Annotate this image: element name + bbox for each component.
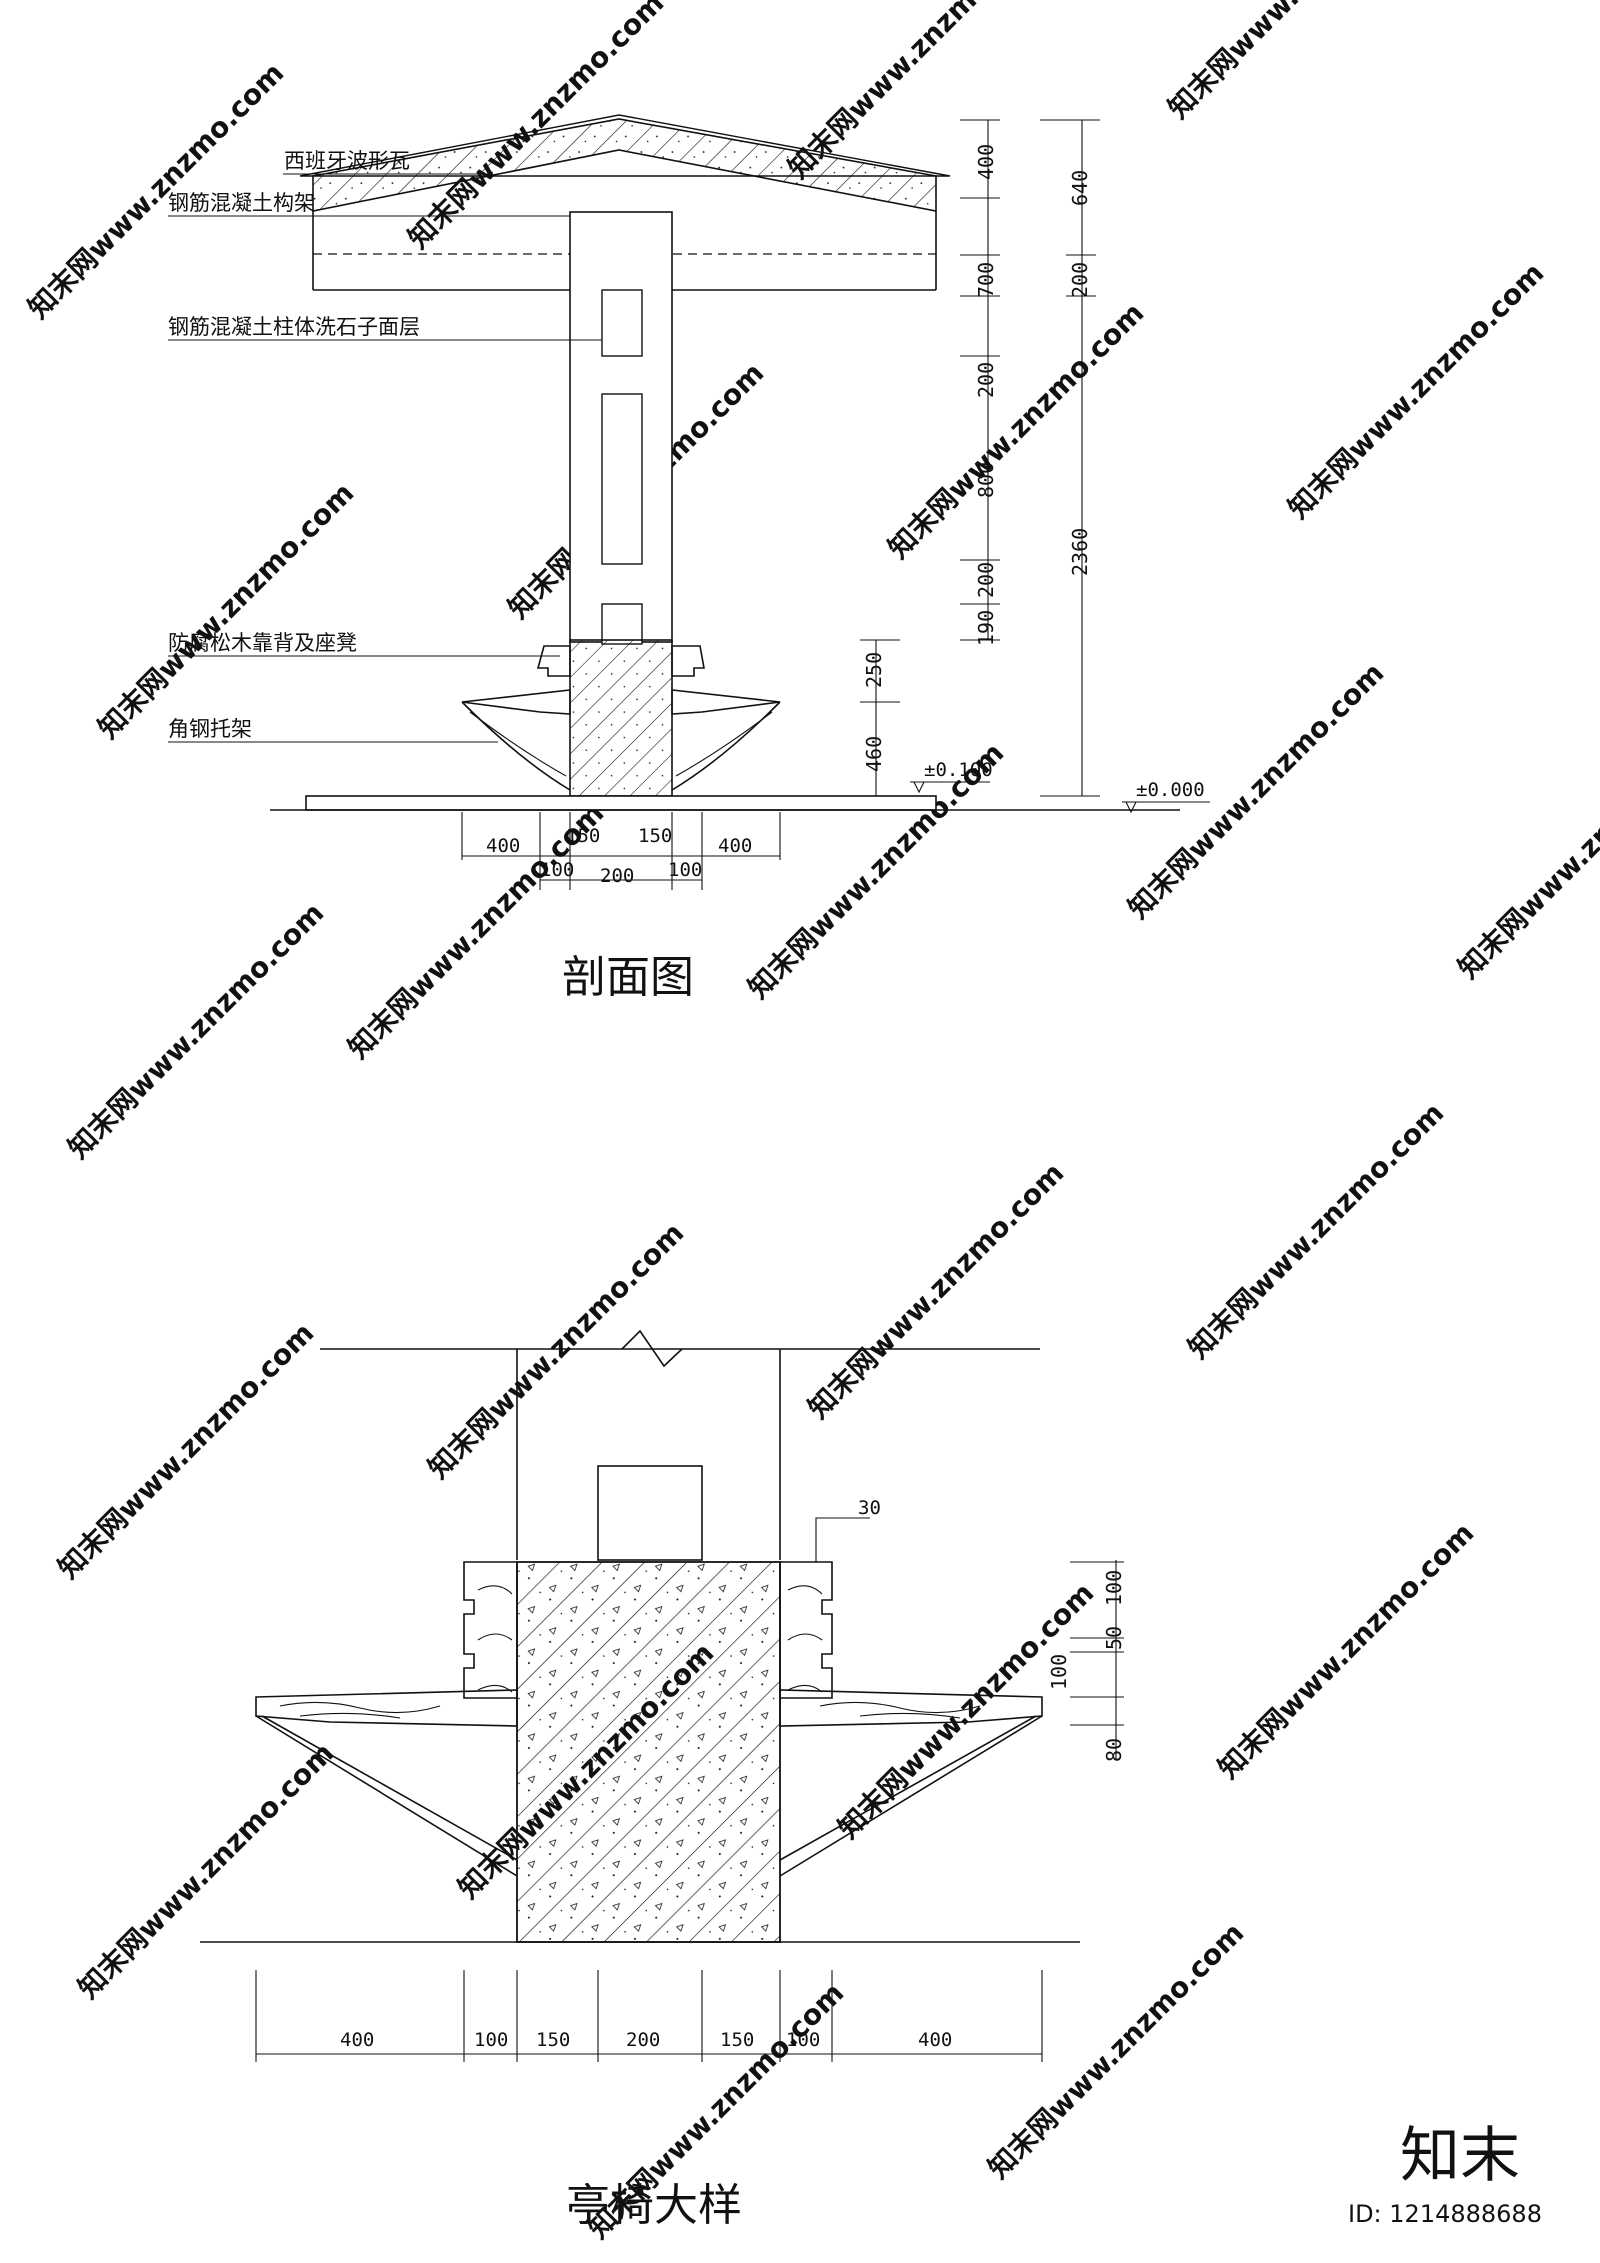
- dim-label: 200: [1068, 262, 1092, 298]
- dim-label: 80: [1102, 1738, 1126, 1762]
- watermark-text: 知末网www.znzmo.com: [1282, 256, 1551, 525]
- watermark-text: 知末网www.znzmo.com: [882, 296, 1151, 565]
- dim-label: 50: [1102, 1626, 1126, 1650]
- dim-label: 200: [626, 2029, 660, 2051]
- dim-label: 250: [862, 652, 886, 688]
- dim-label: 100: [1047, 1654, 1071, 1690]
- dim-label: 100: [786, 2029, 820, 2051]
- watermark-text: 知末网www.znzmo.com: [802, 1156, 1071, 1425]
- dim-label: 100: [1102, 1570, 1126, 1606]
- level-marker-bench: [910, 781, 990, 794]
- dim-label: 100: [474, 2029, 508, 2051]
- dim-label: 400: [340, 2029, 374, 2051]
- callout-label: 角钢托架: [168, 717, 252, 741]
- dim-label: 2360: [1068, 528, 1092, 576]
- dim-label: 30: [858, 1497, 881, 1519]
- column-window: [601, 603, 643, 645]
- callout-label: 钢筋混凝土柱体洗石子面层: [168, 315, 420, 339]
- dim-label: 150: [566, 825, 600, 847]
- detail-drawing: [200, 1329, 1124, 2062]
- concrete-column-base: [516, 1561, 781, 1943]
- dim-label: 150: [536, 2029, 570, 2051]
- dim-label: 400: [918, 2029, 952, 2051]
- dim-label: 400: [486, 835, 520, 857]
- dim-label: 150: [638, 825, 672, 847]
- callout-label: 西班牙波形瓦: [284, 149, 410, 173]
- dim-label: 100: [668, 859, 702, 881]
- dim-label: 200: [974, 562, 998, 598]
- watermark-text: 知末网www.znzmo.com: [92, 476, 361, 745]
- dim-label: 400: [718, 835, 752, 857]
- dim-label: 190: [974, 610, 998, 646]
- callout-label: 防腐松木靠背及座凳: [168, 631, 357, 655]
- watermark-text: 知末网www.znzmo.com: [422, 1216, 691, 1485]
- callout-label: 钢筋混凝土构架: [168, 191, 315, 215]
- watermark-text: 知末网www.znzmo.com: [1162, 0, 1431, 125]
- seat-plank: [255, 1689, 518, 1727]
- watermark-text: 知末网www.znzmo.com: [1452, 716, 1600, 985]
- dim-label: 150: [720, 2029, 754, 2051]
- watermark-text: 知末网www.znzmo.com: [1182, 1096, 1451, 1365]
- level-label-ground: ±0.000: [1136, 779, 1205, 801]
- dim-label: 640: [1068, 170, 1092, 206]
- dim-label: 400: [974, 144, 998, 180]
- file-id: ID: 1214888688: [1348, 2200, 1542, 2228]
- level-label-bench: ±0.100: [924, 759, 993, 781]
- watermark-text: 知末网www.znzmo.com: [72, 1736, 341, 2005]
- column-window: [601, 289, 643, 357]
- watermark-text: 知末网www.znzmo.com: [832, 1576, 1101, 1845]
- watermark-text: 知末网www.znzmo.com: [1212, 1516, 1481, 1785]
- level-marker-ground: [1122, 801, 1210, 814]
- watermark-text: 知末网www.znzmo.com: [62, 896, 331, 1165]
- watermark-text: 知末网www.znzmo.com: [982, 1916, 1251, 2185]
- ground-slab: [305, 795, 937, 811]
- detail-title: 亭椅大样: [566, 2180, 742, 2231]
- watermark-text: 知末网www.znzmo.com: [52, 1316, 321, 1585]
- dim-label: 800: [974, 462, 998, 498]
- dim-label: 100: [540, 859, 574, 881]
- column-window: [601, 393, 643, 565]
- dim-label: 200: [974, 362, 998, 398]
- section-drawing: [168, 114, 1210, 890]
- dim-label: 200: [600, 865, 634, 887]
- column-base: [569, 639, 673, 797]
- brand-logo: 知末: [1400, 2121, 1520, 2191]
- dim-label: 460: [862, 736, 886, 772]
- dim-label: 700: [974, 262, 998, 298]
- roof-ridge: [299, 114, 951, 177]
- section-title: 剖面图: [562, 952, 694, 1003]
